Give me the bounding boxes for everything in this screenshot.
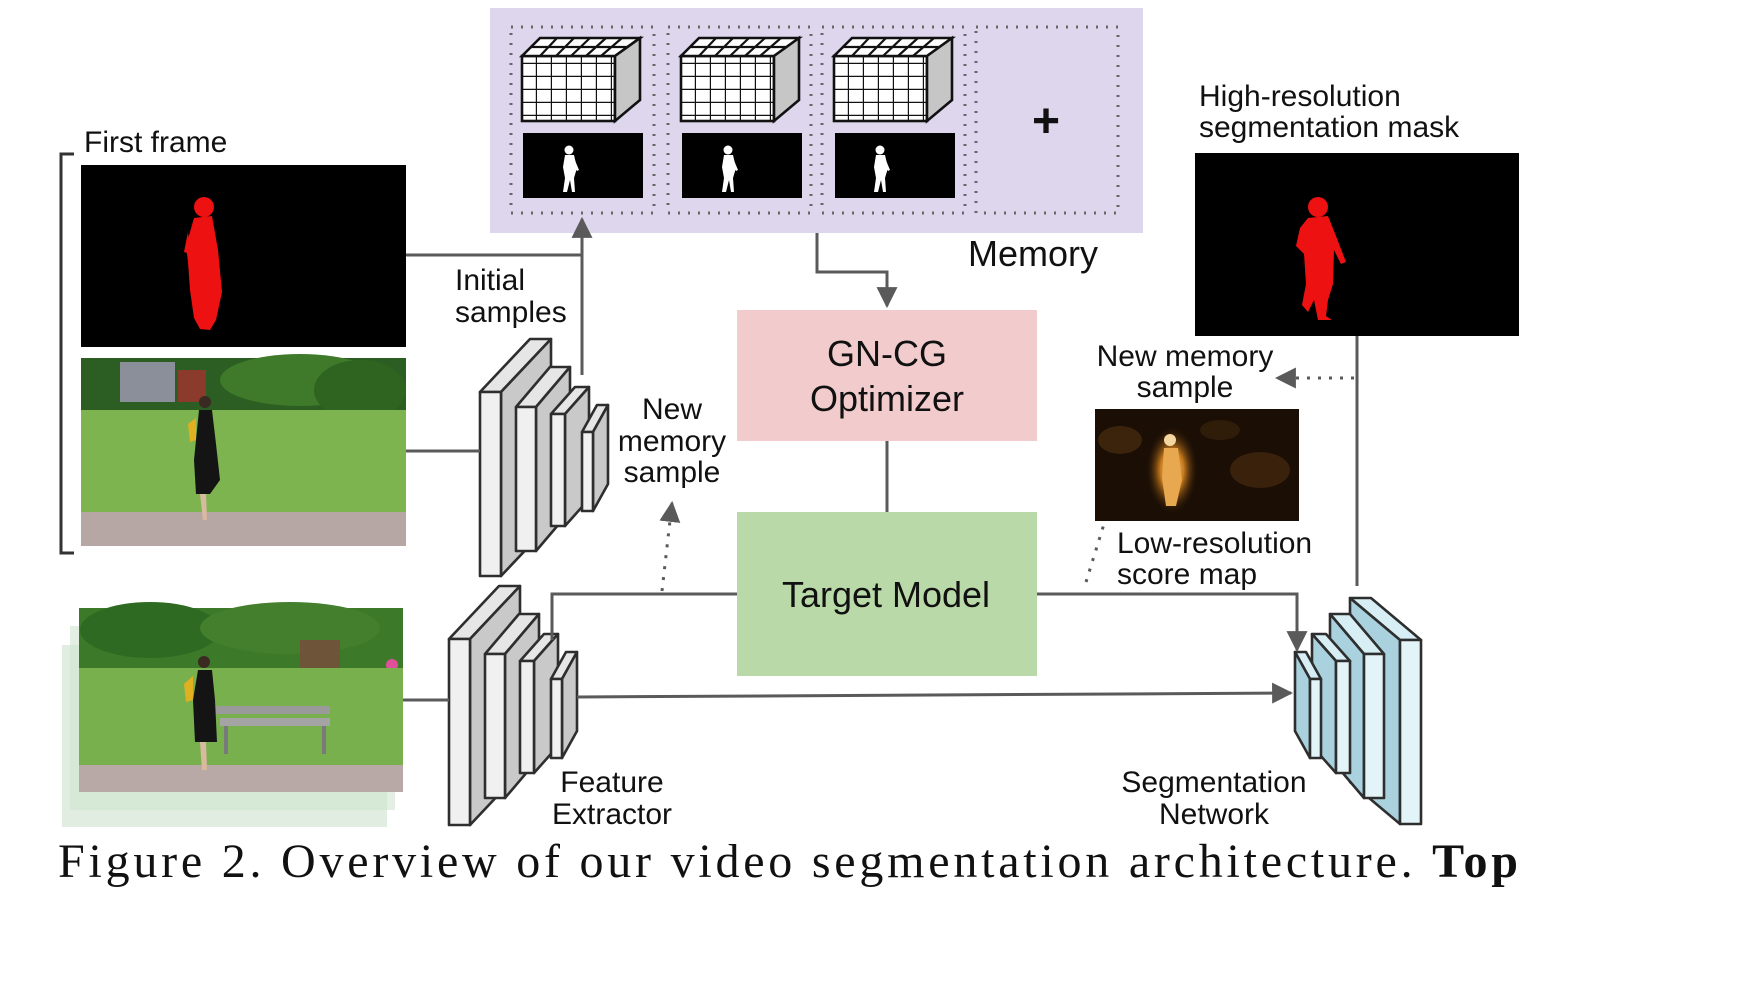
memory-mask-thumbnail [682, 133, 802, 198]
initial-samples-label-line1: Initial [455, 264, 525, 297]
new-memory-sample-right-line2: sample [1137, 371, 1234, 404]
memory-label: Memory [968, 233, 1098, 274]
gn-cg-optimizer-box [737, 310, 1037, 441]
first-frame-bracket [59, 152, 74, 555]
memory-mask-thumbnail [835, 133, 955, 198]
connections [403, 216, 1359, 704]
dotted-connections [659, 367, 1354, 592]
first-frame-photo [81, 354, 406, 546]
new-memory-sample-left-line2: memory [618, 425, 726, 458]
high-res-mask-label-line1: High-resolution [1199, 80, 1401, 113]
high-res-mask-label-line2: segmentation mask [1199, 111, 1460, 144]
new-memory-sample-left-line3: sample [624, 456, 721, 489]
feature-cube-icon [520, 36, 642, 123]
segmentation-network-label-line1: Segmentation [1121, 766, 1306, 799]
high-resolution-mask-image [1195, 153, 1519, 336]
segmentation-network-label-line2: Network [1159, 798, 1270, 831]
initial-samples-label-line2: samples [455, 296, 567, 329]
optimizer-label-line2: Optimizer [810, 378, 964, 419]
first-frame-label: First frame [84, 126, 227, 159]
feature-cube-icon [832, 36, 954, 123]
target-model-label: Target Model [782, 574, 990, 615]
feature-cube-icon [679, 36, 801, 123]
new-memory-sample-left-line1: New [642, 393, 702, 426]
memory-mask-thumbnail [523, 133, 643, 198]
target-model-box [737, 512, 1037, 676]
new-memory-sample-right-line1: New memory [1097, 340, 1274, 373]
feature-extractor-label-line1: Feature [560, 766, 663, 799]
low-res-score-map-label-line1: Low-resolution [1117, 527, 1312, 560]
low-resolution-score-map-image [1095, 409, 1299, 521]
optimizer-label-line1: GN-CG [827, 333, 947, 374]
caption-bold-text: Top [1432, 835, 1518, 888]
current-frame-photo-stack [62, 602, 403, 827]
memory-plus-sign: + [1032, 95, 1060, 148]
first-frame-mask-image [81, 165, 406, 347]
low-res-score-map-label-line2: score map [1117, 558, 1257, 591]
figure-caption: Figure 2. Overview of our video segmenta… [58, 835, 1518, 888]
feature-extractor-label-line2: Extractor [552, 798, 672, 831]
caption-text: Figure 2. Overview of our video segmenta… [58, 835, 1413, 888]
initial-feature-extractor [478, 337, 610, 578]
memory-panel: + [490, 8, 1143, 233]
feature-extractor [447, 584, 579, 827]
segmentation-network-block [1293, 596, 1423, 826]
